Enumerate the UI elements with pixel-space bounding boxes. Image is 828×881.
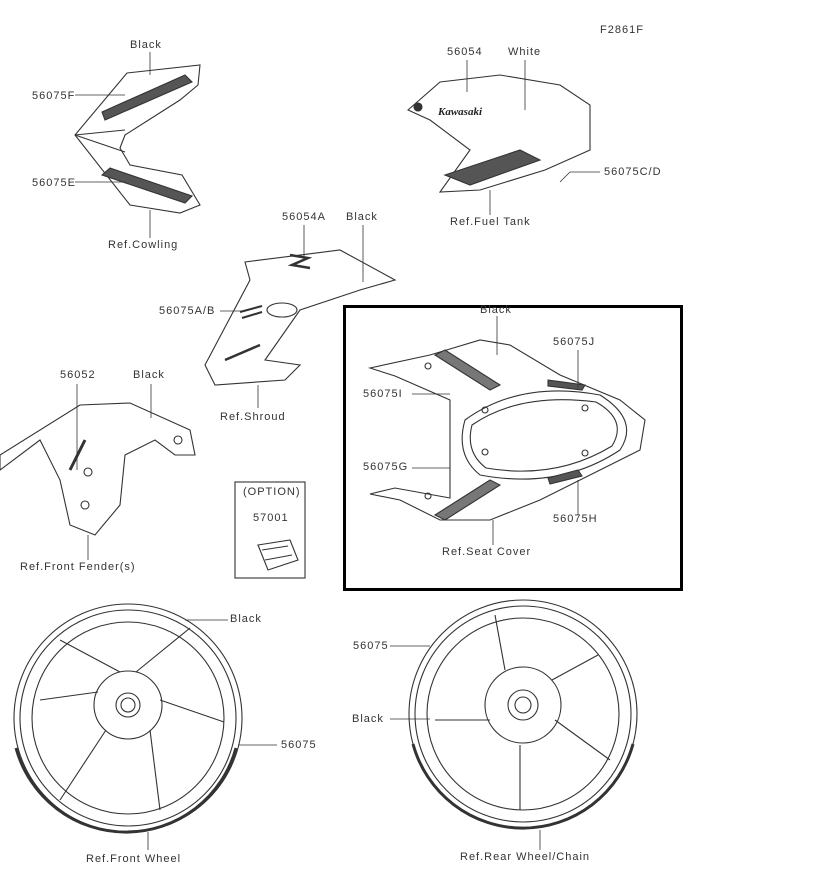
svg-text:Kawasaki: Kawasaki xyxy=(437,106,483,118)
front-wheel-drawing xyxy=(13,603,243,834)
part-56075g-label[interactable]: 56075G xyxy=(363,461,409,473)
ref-front-wheel-label: Ref.Front Wheel xyxy=(86,853,182,865)
part-56054-label[interactable]: 56054 xyxy=(447,46,483,58)
rear-wheel-part-label[interactable]: 56075 xyxy=(353,640,389,652)
front-fender-color-label[interactable]: Black xyxy=(133,369,165,381)
seat-cover-color-label[interactable]: Black xyxy=(480,304,512,316)
highlight-box-seat-cover xyxy=(343,305,683,591)
ref-fuel-tank-label: Ref.Fuel Tank xyxy=(450,216,531,228)
part-56054a-label[interactable]: 56054A xyxy=(282,211,326,223)
option-drawing xyxy=(234,481,306,579)
leader-lines xyxy=(75,52,600,850)
part-56075h-label[interactable]: 56075H xyxy=(553,513,598,525)
ref-rear-wheel-label: Ref.Rear Wheel/Chain xyxy=(460,851,591,863)
part-57001-label[interactable]: 57001 xyxy=(253,512,289,524)
shroud-drawing xyxy=(204,249,397,386)
cowling-color-label[interactable]: Black xyxy=(130,39,162,51)
seat-cover-drawing xyxy=(367,339,646,521)
ref-front-fender-label: Ref.Front Fender(s) xyxy=(20,561,136,573)
ref-cowling-label: Ref.Cowling xyxy=(108,239,179,251)
rear-wheel-color-label[interactable]: Black xyxy=(352,713,384,725)
diagram-code: F2861F xyxy=(600,24,644,36)
fuel-tank-color-label[interactable]: White xyxy=(508,46,542,58)
part-56075e-label[interactable]: 56075E xyxy=(32,177,76,189)
part-56052-label[interactable]: 56052 xyxy=(60,369,96,381)
ref-seat-cover-label: Ref.Seat Cover xyxy=(442,546,532,558)
part-56075i-label[interactable]: 56075I xyxy=(363,388,403,400)
part-56075f-label[interactable]: 56075F xyxy=(32,90,76,102)
cowling-drawing xyxy=(74,64,201,214)
part-56075cd-label[interactable]: 56075C/D xyxy=(604,166,662,178)
rear-wheel-drawing xyxy=(408,599,638,830)
part-56075ab-label[interactable]: 56075A/B xyxy=(159,305,216,317)
part-56075j-label[interactable]: 56075J xyxy=(553,336,596,348)
front-fender-drawing xyxy=(0,402,196,536)
option-label: (OPTION) xyxy=(243,486,301,498)
front-wheel-color-label[interactable]: Black xyxy=(230,613,262,625)
shroud-color-label[interactable]: Black xyxy=(346,211,378,223)
front-wheel-part-label[interactable]: 56075 xyxy=(281,739,317,751)
fuel-tank-drawing: Kawasaki xyxy=(406,74,591,193)
ref-shroud-label: Ref.Shroud xyxy=(220,411,286,423)
